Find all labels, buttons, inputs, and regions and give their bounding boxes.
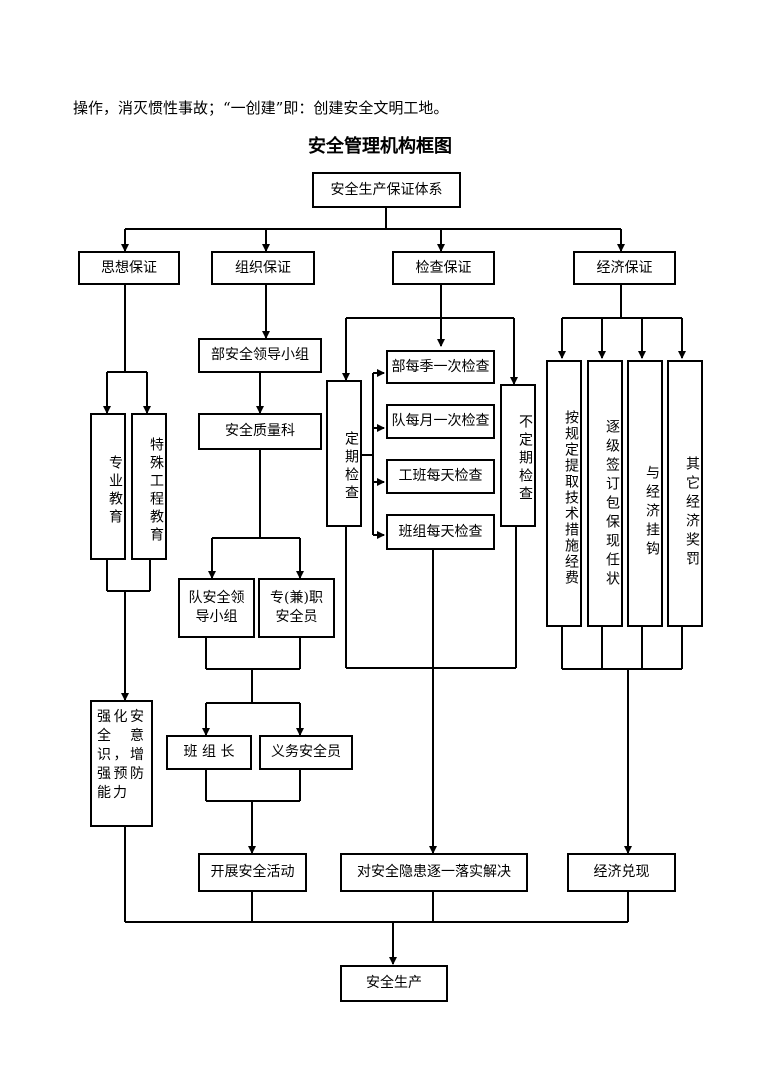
node-nonperiodic: 不定期检查 (500, 384, 536, 527)
node-thought: 思想保证 (78, 251, 180, 285)
node-quarterly: 部每季一次检查 (386, 350, 495, 384)
node-org: 组织保证 (211, 251, 315, 285)
node-periodic: 定期检查 (326, 380, 362, 527)
node-fulfill: 经济兑现 (567, 853, 676, 892)
node-hazards: 对安全隐患逐一落实解决 (340, 853, 528, 892)
node-safety-officer: 专(兼)职安全员 (258, 578, 335, 638)
node-awareness: 强化安全意识，增强预防能力 (90, 700, 153, 827)
node-monthly: 队每月一次检查 (386, 404, 495, 439)
node-root: 安全生产保证体系 (312, 172, 461, 208)
node-econ: 经济保证 (573, 251, 676, 285)
node-team-leader-group: 队安全领导小组 (178, 578, 255, 638)
node-volunteer: 义务安全员 (259, 735, 353, 770)
node-linked: 与经济挂钩 (627, 360, 663, 627)
node-quality: 安全质量科 (198, 413, 322, 450)
node-special-edu: 特殊工程教育 (131, 413, 167, 560)
node-activities: 开展安全活动 (198, 853, 307, 892)
node-check: 检查保证 (392, 251, 495, 285)
node-final: 安全生产 (340, 965, 448, 1002)
node-rewards: 其它经济奖罚 (667, 360, 703, 627)
node-daily-shift: 工班每天检查 (386, 459, 495, 494)
intro-text: 操作，消灭惯性事故；“一创建”即：创建安全文明工地。 (73, 99, 449, 117)
node-dept-leader: 部安全领导小组 (198, 338, 322, 373)
node-extract: 按规定提取技术措施经费 (546, 360, 582, 627)
diagram-title: 安全管理机构框图 (308, 136, 452, 157)
node-pro-edu: 专业教育 (90, 413, 126, 560)
node-squad-leader: 班 组 长 (166, 735, 252, 770)
node-daily-team: 班组每天检查 (386, 514, 495, 550)
node-contract: 逐级签订包保现任状 (587, 360, 623, 627)
